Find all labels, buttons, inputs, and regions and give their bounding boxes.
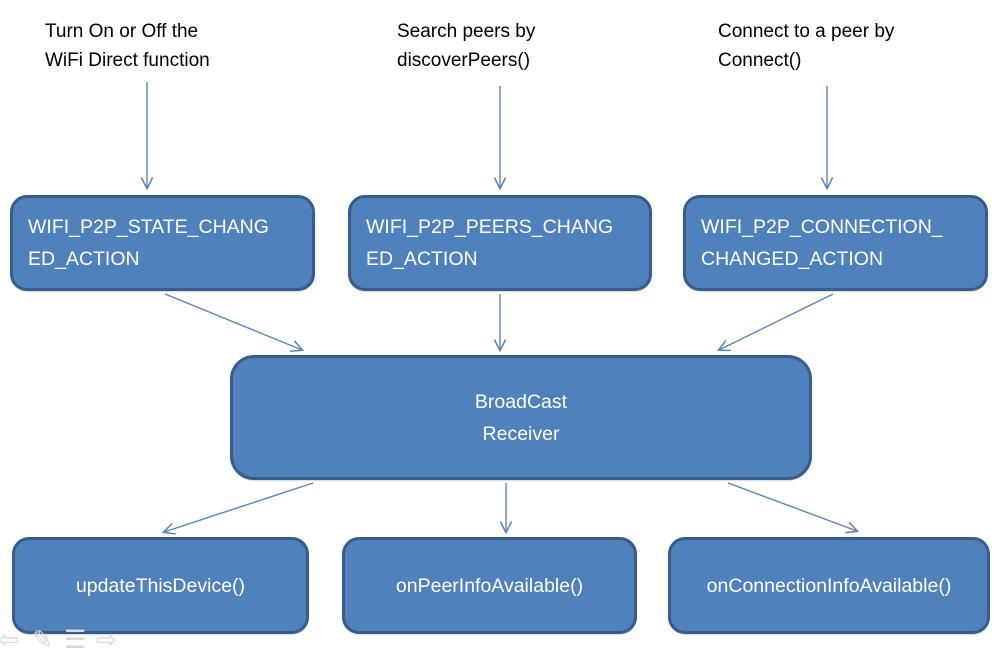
arrow-receiver-to-update-device: [164, 482, 314, 532]
pencil-icon: ✎: [32, 626, 53, 654]
arrow-state-box-to-receiver: [164, 293, 302, 350]
label-toggle-wifi-direct: Turn On or Off the WiFi Direct function: [45, 21, 210, 71]
ghost-toolbar: ⇦ ✎ ☰ ⇨: [0, 625, 140, 655]
on-peer-info-available-box: onPeerInfoAvailable(): [342, 537, 637, 634]
on-connection-info-available-box: onConnectionInfoAvailable(): [668, 537, 990, 634]
forward-arrow-icon: ⇨: [96, 626, 117, 654]
broadcast-receiver-box: BroadCast Receiver: [230, 355, 812, 480]
update-this-device-box: updateThisDevice(): [12, 537, 309, 634]
label-connect-peer: Connect to a peer by Connect(): [718, 21, 895, 71]
state-changed-action-box: WIFI_P2P_STATE_CHANG ED_ACTION: [10, 195, 315, 291]
list-icon: ☰: [64, 626, 87, 654]
arrow-connection-box-to-receiver: [719, 293, 834, 350]
connection-changed-action-box: WIFI_P2P_CONNECTION_ CHANGED_ACTION: [683, 195, 988, 291]
arrow-receiver-to-connection-info: [727, 482, 857, 531]
peers-changed-action-box: WIFI_P2P_PEERS_CHANG ED_ACTION: [348, 195, 652, 291]
back-arrow-icon: ⇦: [0, 626, 19, 654]
label-search-peers: Search peers by discoverPeers(): [397, 21, 536, 71]
